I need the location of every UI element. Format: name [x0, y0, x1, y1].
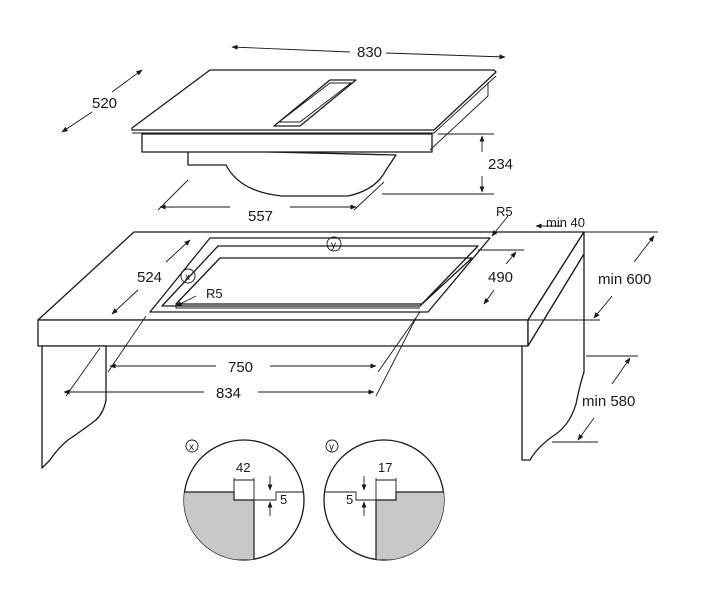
callout-x-label: x — [185, 272, 190, 283]
dim-490-label: 490 — [488, 269, 513, 286]
detail-y-tag: y — [329, 442, 334, 453]
extractor-slot — [273, 79, 357, 127]
dim-750: 750 — [107, 311, 421, 376]
dim-520: 520 — [61, 69, 143, 133]
dim-min40-label: min 40 — [546, 215, 585, 230]
dim-min600-label: min 600 — [598, 271, 651, 288]
dim-750-label: 750 — [228, 359, 253, 376]
dim-min580-label: min 580 — [582, 393, 635, 410]
cutout-outer — [149, 237, 491, 313]
dim-524-label: 524 — [137, 269, 162, 286]
dim-557: 557 — [157, 179, 385, 225]
radius-cutout: R5 — [175, 286, 223, 307]
dim-520-label: 520 — [92, 95, 117, 112]
dim-234: 234 — [382, 133, 513, 195]
radius-top: R5 — [491, 204, 513, 237]
dim-524: 524 — [111, 239, 191, 315]
dim-557-label: 557 — [248, 208, 273, 225]
dim-834-label: 834 — [216, 385, 241, 402]
callout-y: y — [326, 236, 342, 252]
hob-unit — [131, 69, 497, 197]
dim-830: 830 — [231, 44, 506, 61]
radius-cutout-label: R5 — [206, 286, 223, 301]
callout-y-label: y — [331, 240, 336, 251]
detail-x-depth-label: 5 — [280, 492, 287, 507]
detail-y-width-label: 17 — [378, 460, 392, 475]
callout-x: x — [180, 268, 196, 284]
detail-x: 42 5 x — [183, 439, 305, 561]
cutout-inner — [161, 245, 479, 307]
detail-x-width-label: 42 — [236, 460, 250, 475]
dim-min580: min 580 — [552, 355, 638, 443]
detail-y-depth-label: 5 — [346, 492, 353, 507]
dim-830-label: 830 — [357, 44, 382, 61]
dim-834: 834 — [63, 317, 417, 402]
detail-x-tag: x — [189, 442, 194, 453]
radius-top-label: R5 — [496, 204, 513, 219]
dim-min600: min 600 — [528, 231, 658, 321]
detail-y: 17 5 y — [323, 439, 445, 561]
worktop — [37, 231, 585, 469]
dim-490: 490 — [478, 249, 524, 305]
dim-234-label: 234 — [488, 156, 513, 173]
dim-min40: min 40 — [535, 215, 585, 230]
